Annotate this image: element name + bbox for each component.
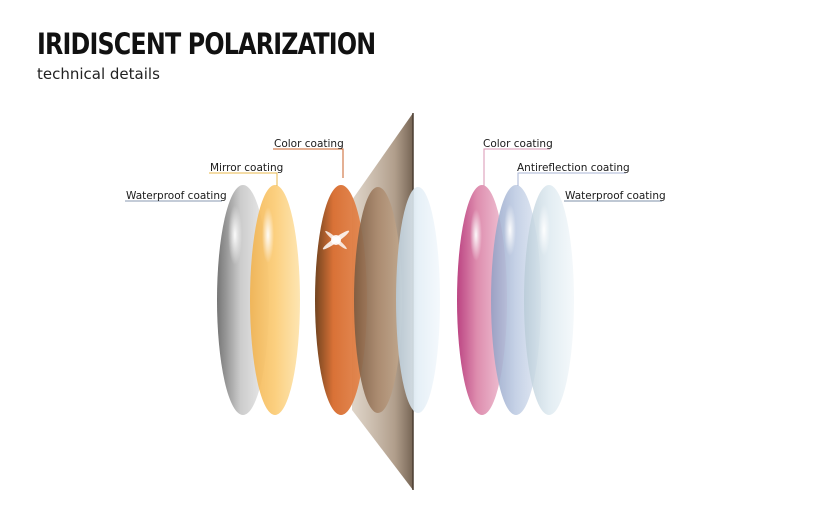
leader-line-color-coating-right bbox=[483, 148, 550, 186]
tinted-lens-layer bbox=[354, 187, 402, 413]
page-subtitle: technical details bbox=[37, 65, 160, 83]
label-waterproof-coating-left: Waterproof coating bbox=[126, 190, 227, 202]
waterproof-coating-layer-right bbox=[524, 185, 574, 415]
sparkle-icon bbox=[322, 230, 350, 250]
lens-highlight bbox=[262, 207, 274, 263]
label-antireflection-coating: Antireflection coating bbox=[517, 162, 630, 174]
clear-lens-layer bbox=[396, 187, 440, 413]
mirror-coating-layer bbox=[250, 185, 300, 415]
lens-highlight bbox=[504, 204, 516, 256]
leader-line-color-coating-left bbox=[273, 148, 344, 178]
color-coating-layer-left bbox=[315, 185, 367, 415]
page-title: IRIDISCENT POLARIZATION bbox=[37, 27, 376, 61]
leader-line-antireflection-coating bbox=[517, 172, 626, 186]
label-color-coating-left: Color coating bbox=[274, 138, 344, 150]
lens-highlight bbox=[538, 204, 550, 256]
lens-highlight bbox=[470, 209, 482, 261]
lens-highlight bbox=[228, 205, 242, 265]
label-waterproof-coating-right: Waterproof coating bbox=[565, 190, 666, 202]
label-mirror-coating: Mirror coating bbox=[210, 162, 283, 174]
leader-line-mirror-coating bbox=[209, 172, 278, 186]
label-color-coating-right: Color coating bbox=[483, 138, 553, 150]
